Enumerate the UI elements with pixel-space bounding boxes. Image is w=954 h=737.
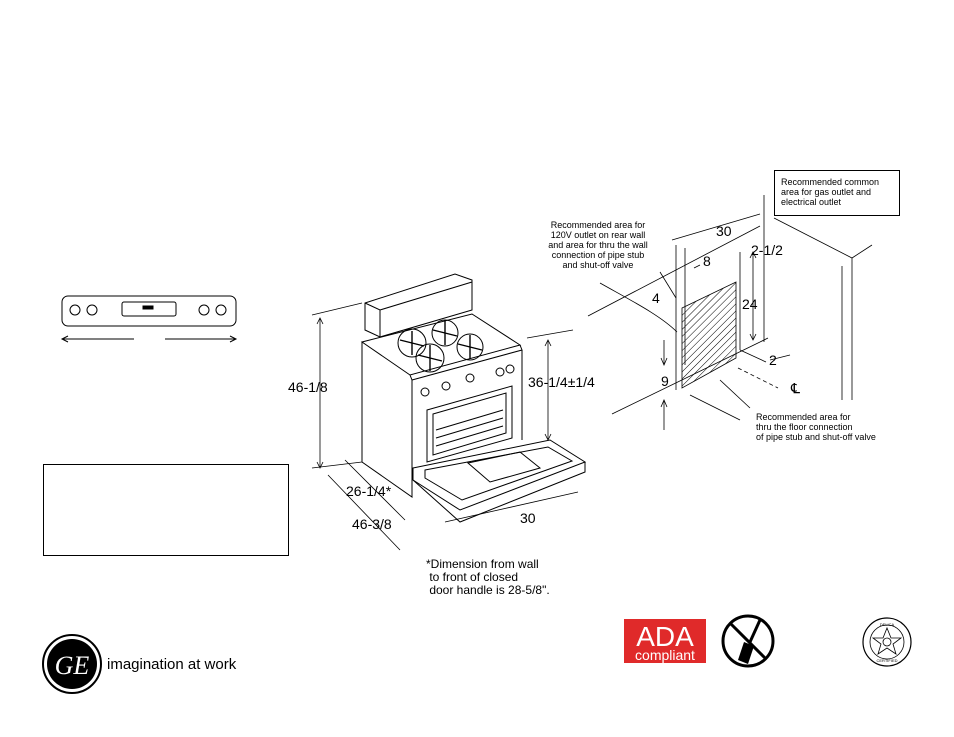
centerline-symbol: ℄ <box>791 380 800 396</box>
depth-open-dimension-label: 46-3/8 <box>352 516 392 532</box>
ada-compliant-label: compliant <box>635 647 695 663</box>
common-area-note-box: Recommended common area for gas outlet a… <box>774 170 900 216</box>
rear-wall-note: Recommended area for 120V outlet on rear… <box>548 220 648 270</box>
certification-seal-icon: DELICA CERTIFIED <box>862 617 912 667</box>
footnote: *Dimension from wall to front of closed … <box>426 557 550 597</box>
cooktop-height-dimension-label: 36-1/4±1/4 <box>528 374 595 390</box>
rough-offset-2-label: 2 <box>769 352 777 368</box>
depth-closed-dimension-label: 26-1/4* <box>346 483 392 499</box>
blank-info-box <box>43 464 289 556</box>
rough-height-9-label: 9 <box>661 373 669 389</box>
rough-offset-4-label: 4 <box>652 290 660 306</box>
ge-logo: GE <box>42 634 102 694</box>
cert-bottom-text: CERTIFIED <box>876 658 897 663</box>
rough-height-24-label: 24 <box>742 296 758 312</box>
width-dimension-label: 30 <box>520 510 536 526</box>
cert-top-text: DELICA <box>880 622 895 627</box>
range-dimension-lines <box>311 302 579 551</box>
no-sweep-icon <box>721 614 775 668</box>
ge-logo-text: GE <box>55 651 90 680</box>
rough-width-30-label: 30 <box>716 223 732 239</box>
rough-offset-2-1-2-label: 2-1/2 <box>751 242 783 258</box>
ada-label: ADA <box>636 621 694 652</box>
rough-width-8-label: 8 <box>703 253 711 269</box>
floor-note: Recommended area for thru the floor conn… <box>756 412 876 442</box>
height-dimension-label: 46-1/8 <box>288 379 328 395</box>
rough-in-diagram <box>587 195 873 430</box>
range-illustration <box>360 273 587 523</box>
ada-compliant-badge: ADA compliant <box>624 619 706 663</box>
control-panel-illustration <box>60 295 238 343</box>
ge-tagline: imagination at work <box>107 656 237 673</box>
common-area-note: Recommended common area for gas outlet a… <box>781 177 880 207</box>
